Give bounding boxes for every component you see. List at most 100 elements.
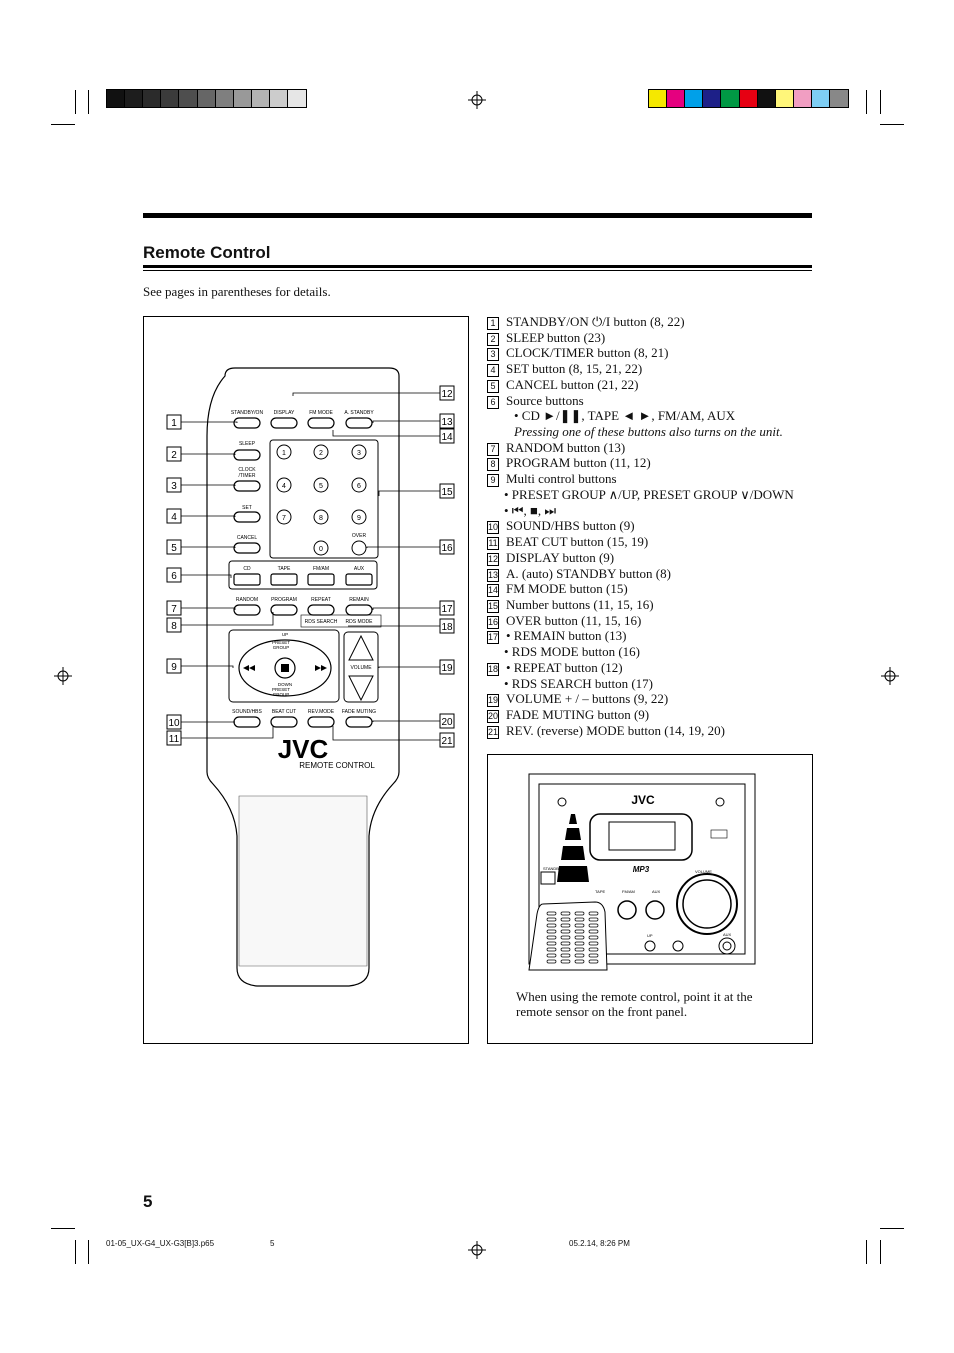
remote-label: RANDOM [236, 597, 258, 603]
mini-remote-button [546, 935, 557, 940]
unit-volume-label: VOLUME [695, 869, 712, 874]
callout-number: 13 [441, 417, 453, 428]
remote-label: FADE MUTING [342, 709, 376, 715]
remote-label: GROUP [273, 692, 290, 697]
mini-remote-button [560, 923, 571, 928]
remote-label: PRESET [272, 640, 290, 645]
volume-down-button [348, 675, 374, 702]
number-label: 9 [357, 515, 361, 522]
mini-remote-button [546, 917, 557, 922]
item-text: PROGRAM button (11, 12) [506, 455, 651, 470]
number-group-frame [269, 439, 379, 559]
callout-line [372, 720, 440, 722]
callout-number: 20 [441, 717, 453, 728]
callout-line [181, 726, 274, 739]
callout-box [439, 659, 455, 675]
item-text: BEAT CUT button (15, 19) [506, 534, 649, 549]
callout-line [292, 392, 440, 396]
number-label: 0 [319, 546, 323, 553]
item-number: 19 [487, 693, 499, 707]
remote-label: GROUP [273, 645, 290, 650]
crop-mark [75, 1240, 76, 1264]
number-button [276, 444, 292, 460]
callout-box [439, 428, 455, 444]
callout-number: 4 [171, 512, 177, 523]
crop-mark [75, 90, 76, 114]
callout-box [439, 413, 455, 429]
fm_mode-button [307, 417, 335, 429]
mini-remote-button [588, 917, 599, 922]
item-number: 11 [487, 536, 499, 550]
callout-box [439, 539, 455, 555]
item-number: 12 [487, 552, 499, 566]
callout-line [378, 666, 440, 668]
mini-remote-button [588, 935, 599, 940]
mini-remote-button [560, 929, 571, 934]
tape-button [270, 573, 298, 586]
callout-box [166, 477, 182, 493]
cancel-button [233, 542, 261, 554]
item-text: SLEEP button (23) [506, 330, 606, 345]
unit-tape-label: TAPE [595, 889, 605, 894]
item-number: 13 [487, 568, 499, 582]
sound-button [233, 716, 261, 728]
remote-label: AUX [354, 566, 365, 572]
mini-remote-button [588, 923, 599, 928]
remote-label: RDS MODE [346, 619, 374, 625]
mini-remote-button [588, 911, 599, 916]
remote-label: REV.MODE [308, 709, 335, 715]
callout-number: 5 [171, 543, 177, 554]
remote-label: DOWN [278, 682, 292, 687]
item-text: DISPLAY button (9) [506, 550, 615, 565]
source-note: Pressing one of these buttons also turns… [514, 424, 783, 439]
item-number: 8 [487, 457, 499, 471]
repeat-sub-2: • RDS SEARCH button (17) [504, 676, 654, 691]
item-text: STANDBY/ON ⏻/I button (8, 22) [506, 314, 685, 329]
crop-mark [866, 90, 867, 114]
item-number: 10 [487, 520, 499, 534]
mini-remote-button [546, 923, 557, 928]
mini-remote-button [546, 929, 557, 934]
number-label: 5 [319, 483, 323, 490]
callout-line [181, 574, 232, 578]
unit-aux-jack-label: AUX [723, 932, 732, 937]
unit-up-label: UP [647, 933, 653, 938]
crop-mark [866, 1240, 867, 1264]
item-number: 4 [487, 363, 499, 377]
item-number: 21 [487, 725, 499, 739]
number-button [313, 444, 329, 460]
callout-number: 9 [171, 662, 177, 673]
item-number: 5 [487, 379, 499, 393]
remote-label: REMAIN [349, 597, 369, 603]
item-text: FADE MUTING button (9) [506, 707, 650, 722]
callout-box [166, 508, 182, 524]
list-item: 8 PROGRAM button (11, 12) [487, 455, 651, 471]
remote-label: STANDBY/ON [231, 410, 264, 416]
remote-label: RDS SEARCH [305, 619, 338, 625]
callout-box [439, 618, 455, 634]
callout-number: 1 [171, 418, 177, 429]
rev-button [307, 716, 335, 728]
number-label: 2 [319, 450, 323, 457]
section-title: Remote Control [143, 243, 271, 262]
callout-line [181, 453, 236, 455]
item-text: A. (auto) STANDBY button (8) [506, 566, 671, 581]
remote-label: SET [242, 505, 252, 511]
remote-label: FM MODE [309, 410, 333, 416]
callout-line [181, 546, 236, 548]
callout-line [332, 430, 440, 437]
callout-line [181, 421, 238, 423]
sleep-button [233, 449, 261, 461]
number-button [313, 477, 329, 493]
mini-remote-button [560, 917, 571, 922]
list-item: 13 A. (auto) STANDBY button (8) [487, 566, 671, 582]
crop-mark [880, 90, 881, 114]
callout-number: 8 [171, 621, 177, 632]
callout-box [439, 600, 455, 616]
item-text: VOLUME + / – buttons (9, 22) [506, 691, 669, 706]
